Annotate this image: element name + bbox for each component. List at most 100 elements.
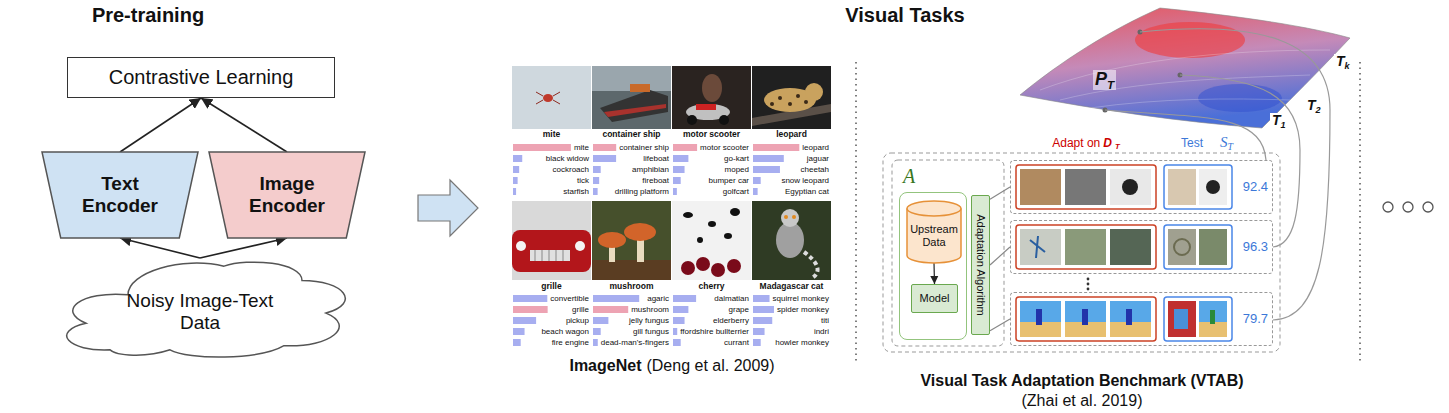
illustration-part	[1210, 310, 1215, 324]
result-row: 96.3	[1010, 220, 1273, 274]
score-bar	[513, 317, 536, 324]
prediction-label: jelly fungus	[629, 315, 669, 326]
score-bar	[593, 177, 599, 184]
illustration-part	[1174, 239, 1190, 255]
objective-box: Contrastive Learning	[67, 57, 335, 98]
score-bar	[753, 177, 761, 184]
score-bars	[513, 144, 799, 346]
math-label-text: 1	[1281, 120, 1286, 130]
prediction-label: convertible	[550, 293, 589, 304]
class-name: mite	[543, 129, 560, 140]
illustration-part	[781, 209, 799, 227]
prediction-label: grape	[729, 304, 749, 315]
prediction-label: dalmatian	[714, 293, 749, 304]
illustration-part	[1122, 179, 1138, 195]
illustration-part	[788, 102, 792, 106]
illustration-part	[1140, 29, 1330, 320]
illustration-part	[1199, 301, 1227, 337]
illustration-part	[1020, 8, 1350, 128]
flow-arrow	[418, 180, 478, 236]
result-row-text: 92.4	[1243, 180, 1268, 195]
score-bar	[753, 339, 761, 346]
illustration-part	[1065, 169, 1106, 205]
illustration-part	[792, 215, 796, 219]
prediction-label: cockroach	[553, 164, 589, 175]
column-heading-text: Test	[1181, 137, 1203, 150]
illustration-part	[1065, 301, 1106, 337]
score-bar	[673, 317, 685, 324]
column-heading: Adapt onDT	[1052, 137, 1119, 150]
adaptation-bar: Adaptation Algorithm	[971, 195, 990, 335]
prediction-label: howler monkey	[775, 337, 829, 348]
illustration-part	[1016, 165, 1156, 209]
prediction-label: moped	[725, 164, 749, 175]
illustration-part	[1087, 283, 1090, 286]
illustration-part	[535, 250, 563, 261]
score-bar	[513, 339, 521, 346]
imagenet-tiles	[512, 66, 831, 280]
prediction-label: tick	[577, 175, 589, 186]
connector	[990, 187, 1010, 199]
math-label: PT	[1093, 70, 1116, 90]
score-bar	[673, 295, 696, 302]
prediction-label: ffordshire bullterrier	[680, 326, 749, 337]
math-label: T1	[1270, 113, 1288, 128]
encoder-trapezoid-outline-path	[209, 152, 365, 238]
prediction-label: go-kart	[724, 153, 749, 164]
score-bar	[753, 317, 772, 324]
illustration-part	[1403, 202, 1413, 212]
prediction-label: lifeboat	[643, 153, 669, 164]
result-row: 79.7	[1010, 292, 1273, 346]
column-heading-text: D	[1103, 137, 1112, 150]
score-bar	[673, 188, 677, 195]
illustration-part	[536, 92, 560, 104]
data-cylinder-text: Upstream Data	[908, 223, 960, 248]
score-bar	[753, 306, 774, 313]
data-cloud: Noisy Image-Text Data	[50, 258, 350, 360]
figure-caption: Visual Task Adaptation Benchmark (VTAB)	[920, 372, 1243, 390]
score-bar	[593, 295, 639, 302]
data-cloud-text: Noisy Image-Text Data	[105, 290, 295, 334]
illustration-part	[1164, 225, 1232, 269]
score-bar	[513, 144, 571, 151]
math-label-text: T	[1107, 79, 1114, 92]
illustration-part	[516, 241, 526, 251]
illustration-part	[687, 115, 697, 125]
illustration-part	[1126, 309, 1132, 325]
math-label-text: T	[1336, 54, 1345, 69]
prediction-label: snow leopard	[781, 175, 829, 186]
encoder-trapezoid-text: Text Encoder	[64, 173, 176, 217]
illustration-part	[672, 66, 751, 129]
illustration-part	[770, 102, 774, 106]
illustration-part	[1164, 165, 1232, 209]
score-bar	[753, 166, 780, 173]
prediction-label: dead-man's-fingers	[601, 337, 669, 348]
score-bar	[673, 144, 697, 151]
illustration-part	[1020, 229, 1061, 265]
score-bar	[513, 188, 516, 195]
score-bar	[753, 328, 765, 335]
illustration-part	[592, 91, 671, 129]
illustration-part	[1168, 301, 1196, 337]
illustration-part	[883, 153, 1280, 352]
prediction-label: pickup	[566, 315, 589, 326]
math-label: Tk	[1334, 54, 1352, 69]
connector	[201, 98, 287, 152]
class-name: container ship	[602, 129, 660, 140]
prediction-label: leopard	[802, 142, 829, 153]
score-bar	[513, 177, 518, 184]
prediction-label: fireboat	[642, 175, 669, 186]
illustration-part	[730, 208, 740, 216]
illustration-part	[1040, 50, 1330, 108]
score-bar	[593, 306, 628, 313]
illustration-part	[512, 201, 591, 280]
score-bar	[593, 317, 608, 324]
encoder-trapezoid: Text Encoder	[42, 152, 198, 238]
figure-caption-text: Visual Task Adaptation Benchmark (VTAB)	[920, 372, 1243, 390]
illustration-part	[1087, 288, 1090, 291]
illustration-part	[1383, 202, 1393, 212]
data-cylinder-outline-path	[907, 208, 961, 215]
score-bar	[673, 155, 688, 162]
connector	[200, 238, 287, 258]
